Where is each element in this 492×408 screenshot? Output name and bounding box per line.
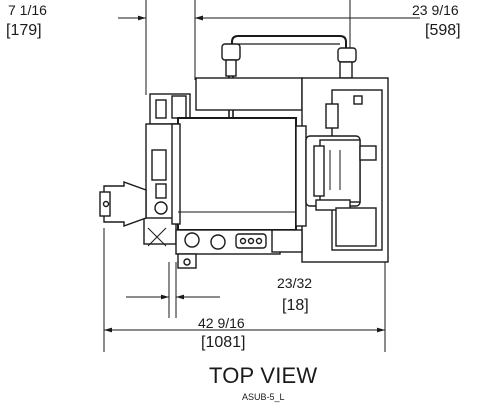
dim-small-offset-inches: 23/32 — [277, 275, 313, 291]
dim-side-offset-mm: [179] — [6, 22, 42, 39]
dim-overall-depth-inches: 23 9/16 — [412, 2, 459, 18]
dim-overall-width-mm: [1081] — [201, 334, 246, 351]
drawing-code: ASUB-5_L — [242, 392, 285, 402]
dim-overall-depth-mm: [598] — [425, 22, 461, 39]
equipment-body — [99, 35, 389, 269]
dim-overall-width-inches: 42 9/16 — [198, 315, 245, 331]
dim-small-offset-mm: [18] — [282, 297, 309, 314]
dim-side-offset-mm-value: 179 — [10, 22, 38, 39]
dim-side-offset-inches: 7 1/16 — [8, 2, 47, 18]
dim-overall-width-mm-value: 1081 — [205, 334, 242, 351]
dim-small-offset-mm-value: 18 — [286, 297, 305, 314]
dim-overall-depth-mm-value: 598 — [429, 22, 457, 39]
view-title: TOP VIEW — [209, 363, 318, 388]
